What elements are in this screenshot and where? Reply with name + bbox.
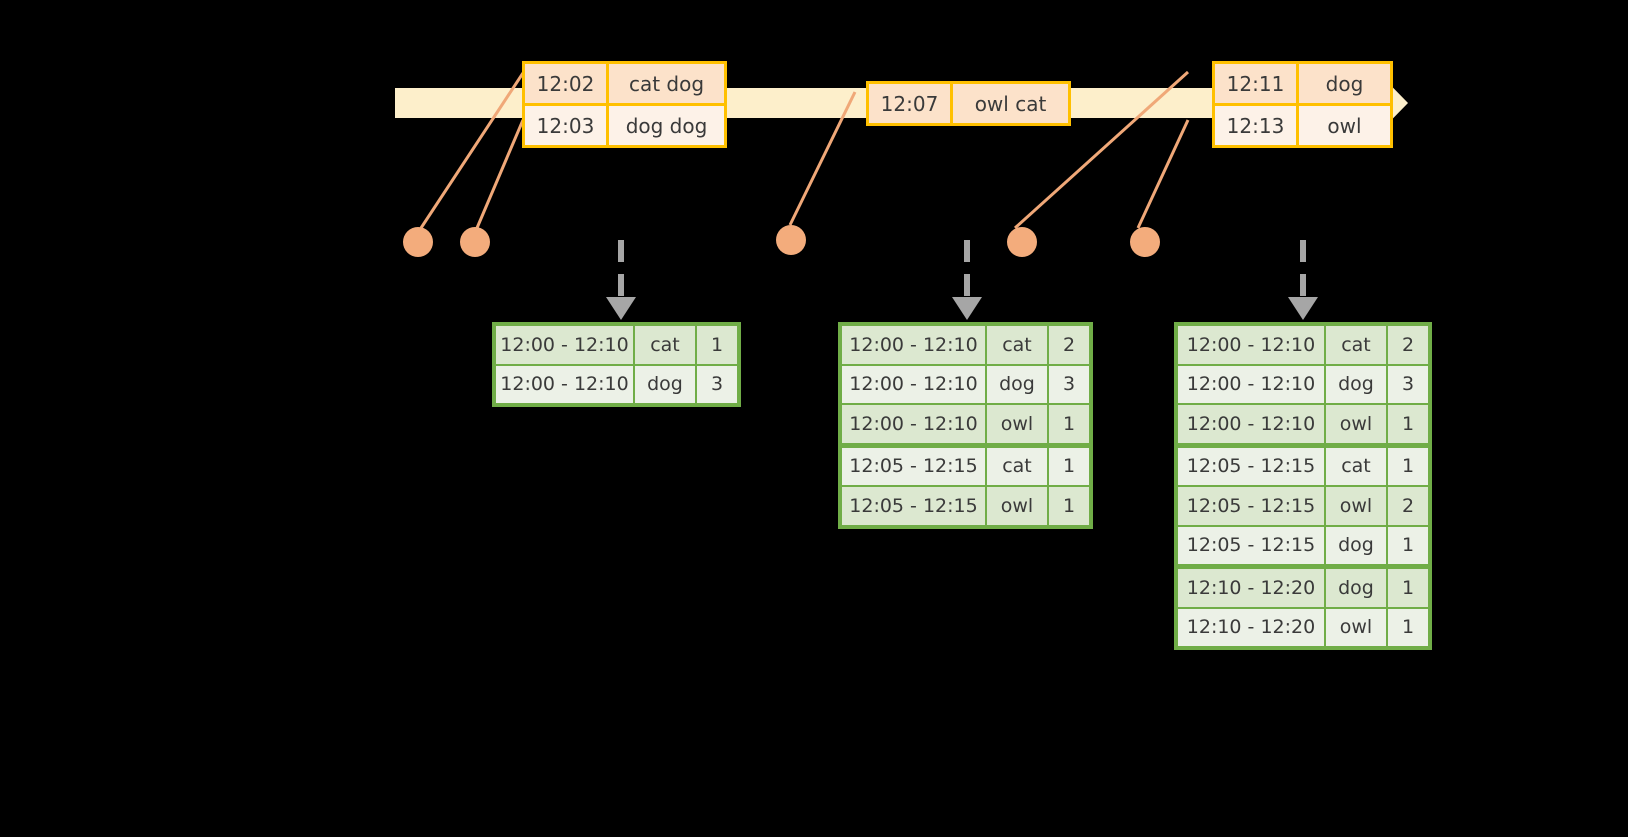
cell-count: 1 (1401, 576, 1415, 599)
cell-word: dog (1326, 365, 1388, 403)
cell-word: owl (987, 487, 1049, 525)
event-words: owl cat (974, 91, 1047, 116)
cell-word: dog (987, 365, 1049, 403)
cell-word: cat (987, 447, 1049, 485)
table-row: 12:00 - 12:10 owl 1 (1178, 403, 1428, 443)
table-row: 12:00 - 12:10 owl 1 (842, 403, 1089, 443)
cell-count: 1 (1401, 534, 1415, 557)
cell-word: cat (1326, 326, 1388, 364)
table-row: 12:00 - 12:10 dog 3 (496, 363, 737, 403)
event-time: 12:07 (869, 84, 953, 123)
cell-word: cat (635, 326, 697, 364)
cell-window: 12:00 - 12:10 (842, 365, 987, 403)
event-group-3: 12:11 dog 12:13 owl (1212, 61, 1393, 148)
connector-dot-2 (460, 227, 490, 257)
cell-word: dog (635, 365, 697, 403)
table-row: 12:05 - 12:15 cat 1 (1178, 442, 1428, 485)
cell-word: owl (987, 405, 1049, 443)
cell-word: owl (1326, 405, 1388, 443)
cell-count: 1 (1401, 616, 1415, 639)
cell-count: 2 (1401, 333, 1415, 356)
table-row: 12:05 - 12:15 cat 1 (842, 442, 1089, 485)
cell-count: 2 (1062, 333, 1076, 356)
event-row: 12:03 dog dog (525, 103, 724, 145)
event-row: 12:02 cat dog (525, 64, 724, 103)
cell-window: 12:00 - 12:10 (842, 326, 987, 364)
cell-count: 1 (1062, 455, 1076, 478)
event-group-2: 12:07 owl cat (866, 81, 1071, 126)
cell-window: 12:05 - 12:15 (842, 487, 987, 525)
event-words: owl (1327, 113, 1362, 138)
result-table-3: 12:00 - 12:10 cat 2 12:00 - 12:10 dog 3 … (1174, 322, 1432, 650)
event-time: 12:03 (525, 106, 609, 145)
cell-window: 12:05 - 12:15 (1178, 526, 1326, 564)
dashed-arrow-1 (606, 240, 636, 320)
event-row: 12:11 dog (1215, 64, 1390, 103)
connector-line-3 (788, 91, 857, 226)
cell-window: 12:10 - 12:20 (1178, 608, 1326, 646)
table-row: 12:05 - 12:15 owl 1 (842, 485, 1089, 525)
event-words: cat dog (628, 71, 705, 96)
connector-dot-4 (1007, 227, 1037, 257)
cell-word: owl (1326, 487, 1388, 525)
event-row: 12:07 owl cat (869, 84, 1068, 123)
connector-line-5 (1136, 119, 1190, 229)
cell-window: 12:05 - 12:15 (1178, 447, 1326, 485)
dashed-arrow-2 (952, 240, 982, 320)
cell-window: 12:00 - 12:10 (496, 326, 635, 364)
event-row: 12:13 owl (1215, 103, 1390, 145)
table-row: 12:00 - 12:10 dog 3 (1178, 363, 1428, 403)
event-time: 12:02 (525, 64, 609, 103)
cell-window: 12:00 - 12:10 (496, 365, 635, 403)
cell-window: 12:10 - 12:20 (1178, 569, 1326, 607)
cell-word: dog (1326, 569, 1388, 607)
result-table-1: 12:00 - 12:10 cat 1 12:00 - 12:10 dog 3 (492, 322, 741, 407)
cell-word: owl (1326, 608, 1388, 646)
cell-word: cat (1326, 447, 1388, 485)
dashed-arrow-3 (1288, 240, 1318, 320)
cell-window: 12:00 - 12:10 (1178, 326, 1326, 364)
cell-window: 12:00 - 12:10 (1178, 365, 1326, 403)
cell-word: dog (1326, 526, 1388, 564)
cell-word: cat (987, 326, 1049, 364)
cell-count: 1 (710, 333, 724, 356)
cell-window: 12:00 - 12:10 (1178, 405, 1326, 443)
connector-dot-5 (1130, 227, 1160, 257)
table-row: 12:00 - 12:10 cat 2 (1178, 326, 1428, 364)
cell-count: 1 (1062, 494, 1076, 517)
cell-count: 1 (1401, 455, 1415, 478)
connector-line-2 (475, 119, 525, 229)
connector-line-1 (419, 72, 525, 229)
event-time: 12:13 (1215, 106, 1299, 145)
event-group-1: 12:02 cat dog 12:03 dog dog (522, 61, 727, 148)
table-row: 12:05 - 12:15 owl 2 (1178, 485, 1428, 525)
table-row: 12:10 - 12:20 dog 1 (1178, 564, 1428, 607)
event-time: 12:11 (1215, 64, 1299, 103)
cell-count: 3 (1062, 373, 1076, 396)
table-row: 12:10 - 12:20 owl 1 (1178, 606, 1428, 646)
cell-window: 12:00 - 12:10 (842, 405, 987, 443)
event-words: dog dog (625, 113, 708, 138)
cell-window: 12:05 - 12:15 (842, 447, 987, 485)
table-row: 12:00 - 12:10 dog 3 (842, 363, 1089, 403)
cell-count: 1 (1062, 412, 1076, 435)
connector-dot-3 (776, 225, 806, 255)
table-row: 12:00 - 12:10 cat 1 (496, 326, 737, 364)
table-row: 12:05 - 12:15 dog 1 (1178, 524, 1428, 564)
connector-dot-1 (403, 227, 433, 257)
cell-count: 2 (1401, 494, 1415, 517)
result-table-2: 12:00 - 12:10 cat 2 12:00 - 12:10 dog 3 … (838, 322, 1093, 529)
cell-count: 1 (1401, 412, 1415, 435)
cell-window: 12:05 - 12:15 (1178, 487, 1326, 525)
cell-count: 3 (710, 373, 724, 396)
cell-count: 3 (1401, 373, 1415, 396)
table-row: 12:00 - 12:10 cat 2 (842, 326, 1089, 364)
event-words: dog (1325, 71, 1364, 96)
